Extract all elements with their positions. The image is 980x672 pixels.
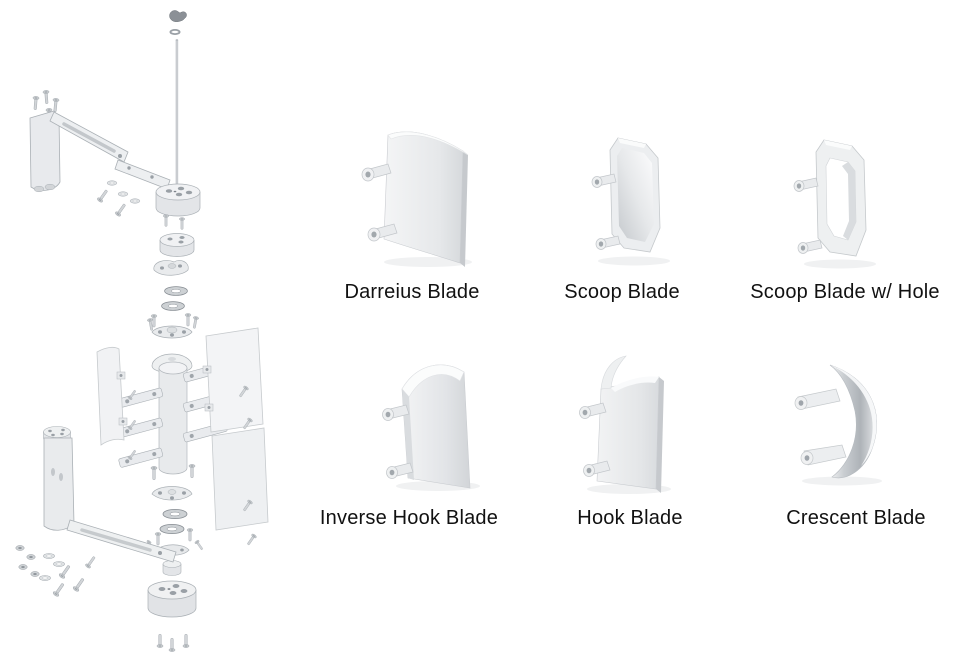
blade-image-hook [579, 355, 671, 494]
blade-image-crescent [794, 364, 882, 486]
assembly-upper-bracket [29, 89, 129, 193]
exploded-assembly-diagram [15, 10, 269, 653]
blade-label-darreius: Darreius Blade [344, 281, 480, 303]
assembly-fastener-cluster [15, 545, 98, 598]
mount-lug-top [793, 177, 819, 192]
blade-image-scoop [591, 137, 670, 266]
blade-image-darreius [361, 131, 472, 267]
assembly-left-panel [96, 346, 128, 446]
assembly-bottom-screws [156, 633, 190, 653]
mount-lug-bottom [386, 462, 414, 479]
mount-lug-bottom [797, 239, 823, 254]
assembly-motor-disc [159, 233, 195, 257]
assembly-lower-bracket [43, 426, 177, 563]
blade-label-scoop: Scoop Blade [564, 281, 680, 303]
assembly-lower-stack [141, 463, 205, 576]
assembly-washer-upper [164, 286, 188, 296]
assembly-central-cylinder [158, 361, 188, 475]
assembly-tri-bracket [150, 313, 193, 339]
assembly-top-shaft [169, 10, 187, 185]
mount-arm-bottom [800, 444, 847, 466]
mount-lug-top [579, 402, 607, 419]
assembly-washer-lower [161, 301, 185, 311]
mount-lug-top [361, 163, 392, 182]
blade-label-crescent: Crescent Blade [786, 507, 926, 529]
mount-lug-top [591, 173, 617, 188]
mount-arm-top [794, 388, 841, 410]
assembly-bottom-pulley [147, 580, 197, 618]
blade-image-inverse-hook [382, 364, 480, 491]
blade-label-scoop-hole: Scoop Blade w/ Hole [750, 281, 940, 303]
mount-lug-bottom [583, 460, 611, 477]
blade-image-scoop-hole [793, 139, 876, 269]
assembly-upper-pulley [155, 183, 201, 217]
assembly-right-panels [202, 327, 269, 547]
mount-lug-top [382, 404, 410, 421]
mount-lug-bottom [367, 223, 398, 242]
assembly-wing-plate [153, 260, 189, 276]
blade-label-inverse-hook: Inverse Hook Blade [319, 507, 499, 529]
blade-label-hook: Hook Blade [577, 507, 683, 529]
mount-lug-bottom [595, 235, 621, 250]
